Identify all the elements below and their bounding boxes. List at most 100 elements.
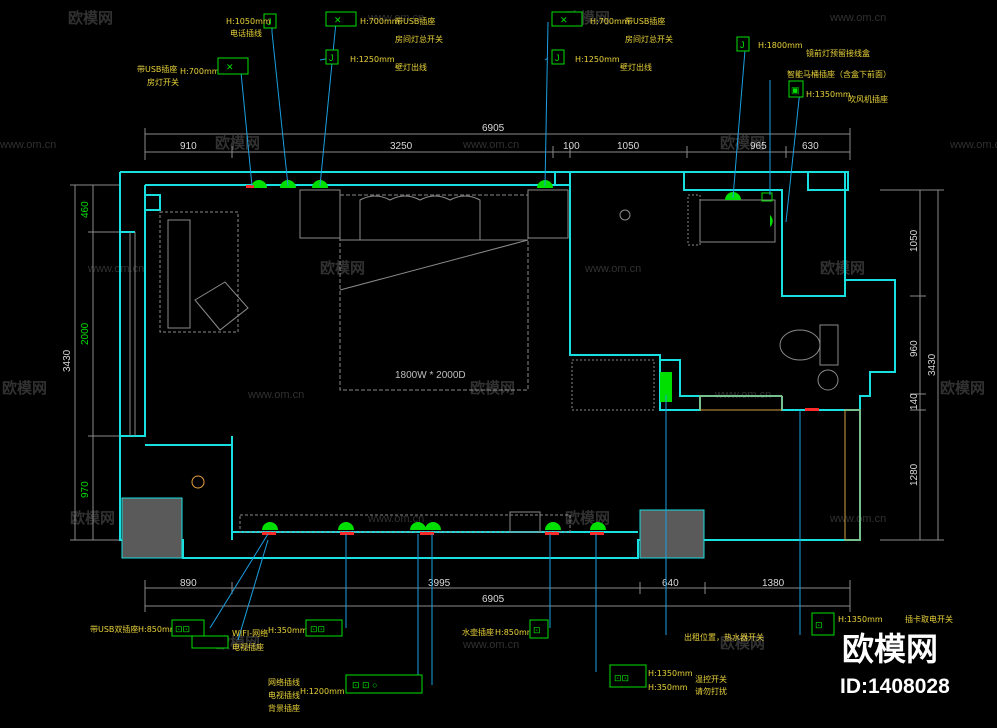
usb-outlet-symbol: ✕ bbox=[551, 11, 583, 27]
svg-text:⊡: ⊡ bbox=[533, 625, 541, 635]
svg-text:镜前灯预留接线盒: 镜前灯预留接线盒 bbox=[806, 48, 870, 58]
svg-text:✕: ✕ bbox=[334, 15, 342, 25]
svg-text:✕: ✕ bbox=[560, 15, 568, 25]
svg-text:3430: 3430 bbox=[62, 349, 73, 372]
svg-text:欧模网: 欧模网 bbox=[2, 379, 47, 397]
svg-text:欧模网: 欧模网 bbox=[820, 259, 865, 277]
svg-text:电话插线: 电话插线 bbox=[230, 28, 262, 38]
bed-size-label: 1800W * 2000D bbox=[395, 370, 466, 381]
usb-outlet-symbol: ✕ bbox=[325, 11, 357, 27]
svg-text:H:700mm: H:700mm bbox=[180, 67, 220, 76]
svg-text:630: 630 bbox=[802, 141, 819, 152]
top-annotations: J H:1050mm 电话插线 ✕ H:700mm 带USB插座 房间灯总开关 … bbox=[226, 11, 891, 104]
j-tag: J bbox=[263, 13, 277, 29]
svg-text:WIFI-网络: WIFI-网络 bbox=[232, 628, 268, 638]
svg-text:H:1050mm: H:1050mm bbox=[226, 17, 271, 26]
svg-text:网络插线: 网络插线 bbox=[268, 677, 300, 687]
svg-text:智能马桶插座（含盒下前面）: 智能马桶插座（含盒下前面） bbox=[787, 69, 891, 79]
svg-text:H:1200mm: H:1200mm bbox=[300, 687, 345, 696]
svg-text:H:1800mm: H:1800mm bbox=[758, 41, 803, 50]
watermark-layer: 欧模网 欧模网 欧模网 欧模网 欧模网 欧模网 欧模网 欧模网 欧模网 欧模网 … bbox=[0, 9, 997, 652]
svg-text:H:1350mm: H:1350mm bbox=[806, 90, 851, 99]
svg-text:890: 890 bbox=[180, 578, 197, 589]
svg-text:H:350mm: H:350mm bbox=[268, 626, 308, 635]
svg-text:欧模网: 欧模网 bbox=[215, 134, 260, 152]
svg-text:910: 910 bbox=[180, 141, 197, 152]
svg-text:房间灯总开关: 房间灯总开关 bbox=[625, 34, 673, 44]
svg-text:3430: 3430 bbox=[927, 353, 938, 376]
svg-text:带USB插座: 带USB插座 bbox=[395, 16, 435, 26]
svg-text:H:700mm: H:700mm bbox=[360, 17, 400, 26]
svg-text:⊡⊡: ⊡⊡ bbox=[310, 624, 325, 634]
svg-text:www.om.cn: www.om.cn bbox=[87, 263, 144, 275]
svg-text:✕: ✕ bbox=[226, 62, 234, 72]
svg-text:欧模网: 欧模网 bbox=[68, 9, 113, 27]
outlet-symbols bbox=[246, 180, 819, 535]
svg-text:640: 640 bbox=[662, 578, 679, 589]
svg-text:插卡取电开关: 插卡取电开关 bbox=[905, 614, 953, 624]
svg-text:H:350mm: H:350mm bbox=[648, 683, 688, 692]
svg-text:电视插座: 电视插座 bbox=[232, 642, 264, 652]
svg-text:3995: 3995 bbox=[428, 578, 451, 589]
svg-text:6905: 6905 bbox=[482, 123, 505, 134]
hairdryer-outlet-symbol: ▣ bbox=[788, 80, 804, 98]
svg-text:⊡: ⊡ bbox=[815, 620, 823, 630]
watermark-site: www.om.cn www.om.cn www.om.cn www.om.cn … bbox=[0, 12, 997, 651]
svg-text:温控开关: 温控开关 bbox=[695, 674, 727, 684]
svg-text:www.om.cn: www.om.cn bbox=[247, 389, 304, 401]
walls bbox=[119, 171, 896, 559]
svg-text:J: J bbox=[555, 53, 560, 63]
svg-text:H:1350mm: H:1350mm bbox=[838, 615, 883, 624]
left-top-annotation: 带USB插座 H:700mm 房灯开关 ✕ bbox=[137, 57, 249, 87]
svg-text:3250: 3250 bbox=[390, 141, 413, 152]
watermark-logo: 欧模网 欧模网 欧模网 欧模网 欧模网 欧模网 欧模网 欧模网 欧模网 欧模网 … bbox=[2, 9, 985, 652]
svg-text:H:700mm: H:700mm bbox=[590, 17, 630, 26]
svg-text:J: J bbox=[267, 17, 272, 27]
svg-text:H:1250mm: H:1250mm bbox=[575, 55, 620, 64]
svg-text:电视插线: 电视插线 bbox=[268, 690, 300, 700]
svg-text:房间灯总开关: 房间灯总开关 bbox=[395, 34, 443, 44]
bottom-dimension-chain: 890 3995 640 1380 6905 bbox=[144, 578, 851, 612]
svg-text:460: 460 bbox=[80, 201, 91, 218]
svg-text:壁灯出线: 壁灯出线 bbox=[395, 62, 427, 72]
svg-text:背景插座: 背景插座 bbox=[268, 703, 300, 713]
svg-text:J: J bbox=[740, 40, 745, 50]
svg-text:J: J bbox=[329, 53, 334, 63]
j-tag: J bbox=[736, 36, 750, 52]
svg-text:出租位置，热水器开关: 出租位置，热水器开关 bbox=[684, 632, 764, 642]
svg-text:H:850mm: H:850mm bbox=[138, 625, 178, 634]
svg-text:www.om.cn: www.om.cn bbox=[367, 513, 424, 525]
svg-text:⊡ ⊡ ○: ⊡ ⊡ ○ bbox=[352, 680, 378, 690]
brand-logo: 欧模网 bbox=[842, 630, 938, 668]
svg-text:吹风机插座: 吹风机插座 bbox=[848, 94, 888, 104]
leader-lines bbox=[209, 21, 801, 685]
svg-text:www.om.cn: www.om.cn bbox=[462, 639, 519, 651]
svg-text:房灯开关: 房灯开关 bbox=[147, 77, 179, 87]
svg-text:1050: 1050 bbox=[617, 141, 640, 152]
svg-text:H:850mm: H:850mm bbox=[495, 628, 535, 637]
svg-text:www.om.cn: www.om.cn bbox=[584, 263, 641, 275]
left-dimension-chain: 3430 460 2000 970 bbox=[62, 184, 120, 541]
svg-text:H:1350mm: H:1350mm bbox=[648, 669, 693, 678]
furniture: 1800W * 2000D bbox=[121, 189, 861, 559]
j-tag: J bbox=[325, 49, 339, 65]
svg-text:970: 970 bbox=[80, 481, 91, 498]
svg-text:欧模网: 欧模网 bbox=[720, 634, 765, 652]
svg-text:⊡⊡: ⊡⊡ bbox=[614, 673, 629, 683]
right-dimension-chain: 1050 960 140 1280 3430 bbox=[880, 189, 944, 541]
svg-text:www.om.cn: www.om.cn bbox=[462, 139, 519, 151]
svg-text:欧模网: 欧模网 bbox=[940, 379, 985, 397]
svg-text:www.om.cn: www.om.cn bbox=[367, 12, 424, 24]
svg-text:2000: 2000 bbox=[80, 322, 91, 345]
svg-text:壁灯出线: 壁灯出线 bbox=[620, 62, 652, 72]
svg-text:www.om.cn: www.om.cn bbox=[829, 513, 886, 525]
svg-text:带USB插座: 带USB插座 bbox=[137, 64, 177, 74]
svg-text:带USB双插座: 带USB双插座 bbox=[90, 624, 138, 634]
svg-text:⊡⊡: ⊡⊡ bbox=[175, 624, 190, 634]
svg-text:▣: ▣ bbox=[791, 85, 800, 95]
svg-text:140: 140 bbox=[909, 393, 920, 410]
svg-text:1380: 1380 bbox=[762, 578, 785, 589]
svg-text:欧模网: 欧模网 bbox=[720, 134, 765, 152]
